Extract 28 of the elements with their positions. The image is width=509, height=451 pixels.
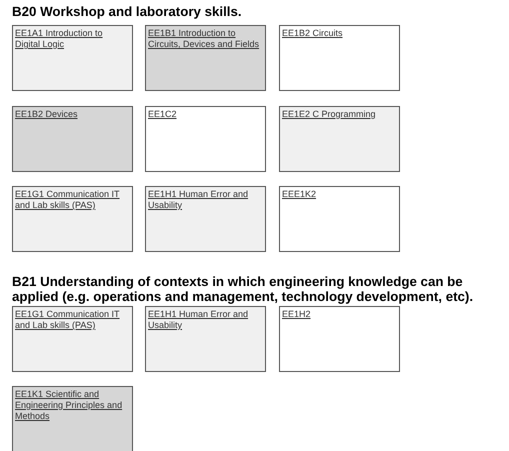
- module-link: EE1E2 C Programming: [282, 109, 377, 120]
- module-card: [145, 306, 266, 372]
- module-link: EE1A1 Introduction to Digital Logic: [15, 28, 104, 50]
- module-card: [12, 386, 133, 451]
- module-link: EE1B1 Introduction to Circuits, Devices and Fields: [148, 28, 260, 50]
- module-card: [12, 25, 133, 91]
- module-link: EE1K1 Scientific and Engineering Principles and Methods: [15, 389, 124, 422]
- module-card: [279, 25, 400, 91]
- module-card: [279, 306, 400, 372]
- module-link: EE1C2: [148, 109, 178, 120]
- section-heading: B21 Understanding of contexts in which engineering knowledge can be applied (e.g. operations and management, technology development, etc).: [12, 274, 474, 304]
- module-card: [145, 25, 266, 91]
- module-card: [12, 186, 133, 252]
- module-link: EE1B2 Circuits: [282, 28, 344, 39]
- module-card: [279, 106, 400, 172]
- module-card: [12, 106, 133, 172]
- section-heading: B20 Workshop and laboratory skills.: [12, 4, 243, 19]
- module-card: [145, 106, 266, 172]
- module-link: EE1H2: [282, 309, 312, 320]
- module-card: [145, 186, 266, 252]
- module-card: [12, 306, 133, 372]
- module-link: EEE1K2: [282, 189, 318, 200]
- module-card: [279, 186, 400, 252]
- module-link: EE1H1 Human Error and Usability: [148, 309, 250, 331]
- module-link: EE1B2 Devices: [15, 109, 79, 120]
- module-link: EE1G1 Communication IT and Lab skills (PAS): [15, 189, 121, 211]
- module-link: EE1H1 Human Error and Usability: [148, 189, 250, 211]
- module-link: EE1G1 Communication IT and Lab skills (PAS): [15, 309, 121, 331]
